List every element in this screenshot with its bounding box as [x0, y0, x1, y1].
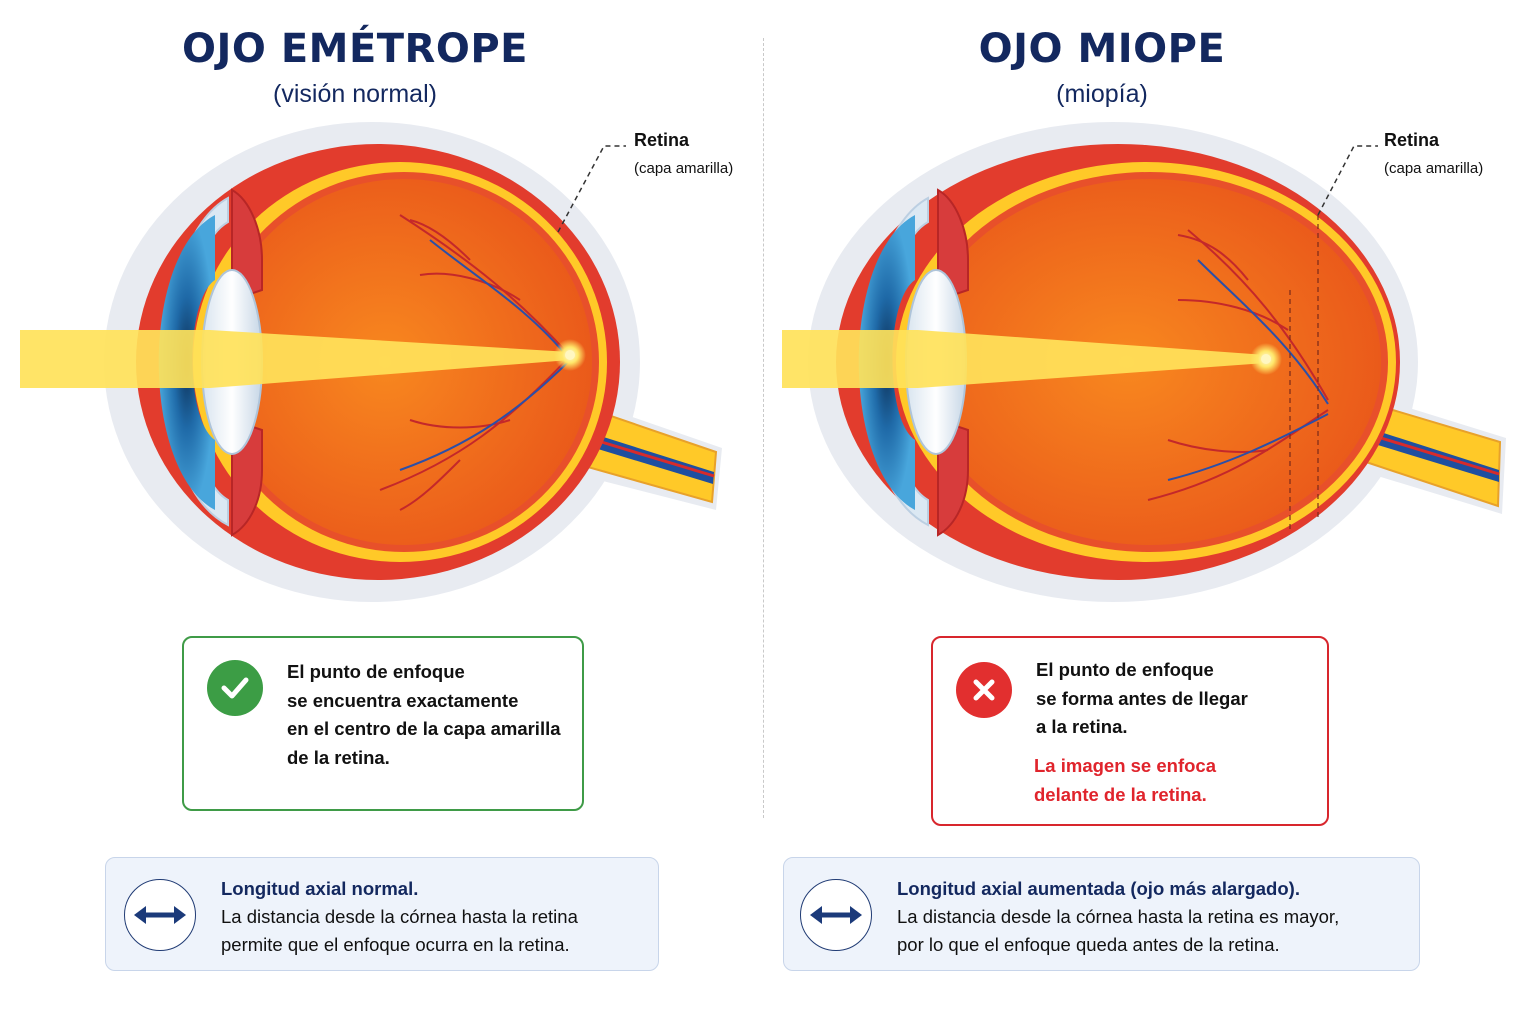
- myopic-warning: La imagen se enfoca delante de la retina…: [1034, 752, 1324, 809]
- normal-axial-line: La distancia desde la córnea hasta la re…: [221, 906, 578, 927]
- normal-focus-line: de la retina.: [287, 746, 390, 768]
- title-myopic-eye: OJO MIOPE: [978, 26, 1226, 72]
- myopic-focus-box: El punto de enfoque se forma antes de ll…: [931, 636, 1329, 826]
- axial-length-badge: [124, 879, 196, 951]
- emmetropic-eye-illustration: [20, 122, 722, 602]
- blood-vessels: [1147, 229, 1329, 501]
- light-beam: [782, 330, 1266, 388]
- myopic-focus-line: se forma antes de llegar: [1036, 687, 1248, 709]
- error-badge: [956, 662, 1012, 718]
- retina-label-right: Retina: [1384, 130, 1440, 150]
- normal-focus-line: El punto de enfoque: [287, 661, 465, 682]
- myopic-warning-line: La imagen se enfoca: [1034, 755, 1216, 776]
- normal-focus-box: El punto de enfoque se encuentra exactam…: [182, 636, 584, 811]
- check-icon: [221, 677, 249, 699]
- myopic-focus-line: a la retina.: [1036, 716, 1128, 737]
- retina-label-left: Retina: [634, 130, 690, 150]
- normal-axial-line: permite que el enfoque ocurra en la reti…: [221, 934, 570, 955]
- retina-sublabel-right: (capa amarilla): [1384, 160, 1484, 177]
- increased-axial-description: La distancia desde la córnea hasta la re…: [897, 903, 1412, 959]
- title-emmetropic-eye: OJO EMÉTROPE: [182, 26, 528, 72]
- myopic-focus-line: El punto de enfoque: [1036, 659, 1214, 680]
- center-divider: [763, 38, 764, 818]
- normal-focus-line: se encuentra exactamente: [287, 689, 519, 711]
- normal-axial-description: La distancia desde la córnea hasta la re…: [221, 903, 651, 959]
- axial-length-badge: [800, 879, 872, 951]
- double-arrow-icon: [134, 906, 186, 924]
- increased-axial-line: La distancia desde la córnea hasta la re…: [897, 906, 1340, 927]
- subtitle-myopia: (miopía): [1056, 80, 1148, 108]
- retina-sublabel-left: (capa amarilla): [634, 160, 734, 177]
- normal-axial-length-panel: Longitud axial normal. La distancia desd…: [105, 857, 659, 971]
- light-beam: [20, 330, 570, 388]
- ciliary-body: [937, 188, 969, 302]
- normal-focus-line: en el centro de la capa amarilla: [287, 718, 561, 739]
- myopic-warning-line: delante de la retina.: [1034, 783, 1207, 805]
- blood-vessels: [379, 214, 571, 511]
- success-badge: [207, 660, 263, 716]
- subtitle-normal-vision: (visión normal): [273, 80, 437, 108]
- retina-pointer-line: [557, 145, 626, 233]
- close-icon: [973, 679, 995, 701]
- normal-axial-heading: Longitud axial normal.: [221, 878, 419, 899]
- increased-axial-length-panel: Longitud axial aumentada (ojo más alarga…: [783, 857, 1420, 971]
- increased-axial-heading: Longitud axial aumentada (ojo más alarga…: [897, 878, 1300, 899]
- retina-pointer-line: [1317, 145, 1378, 216]
- myopic-eye-illustration: [782, 122, 1506, 602]
- myopic-focus-description: El punto de enfoque se forma antes de ll…: [1036, 656, 1326, 742]
- normal-focus-description: El punto de enfoque se encuentra exactam…: [287, 658, 582, 772]
- increased-axial-line: por lo que el enfoque queda antes de la …: [897, 934, 1280, 955]
- double-arrow-icon: [810, 906, 862, 924]
